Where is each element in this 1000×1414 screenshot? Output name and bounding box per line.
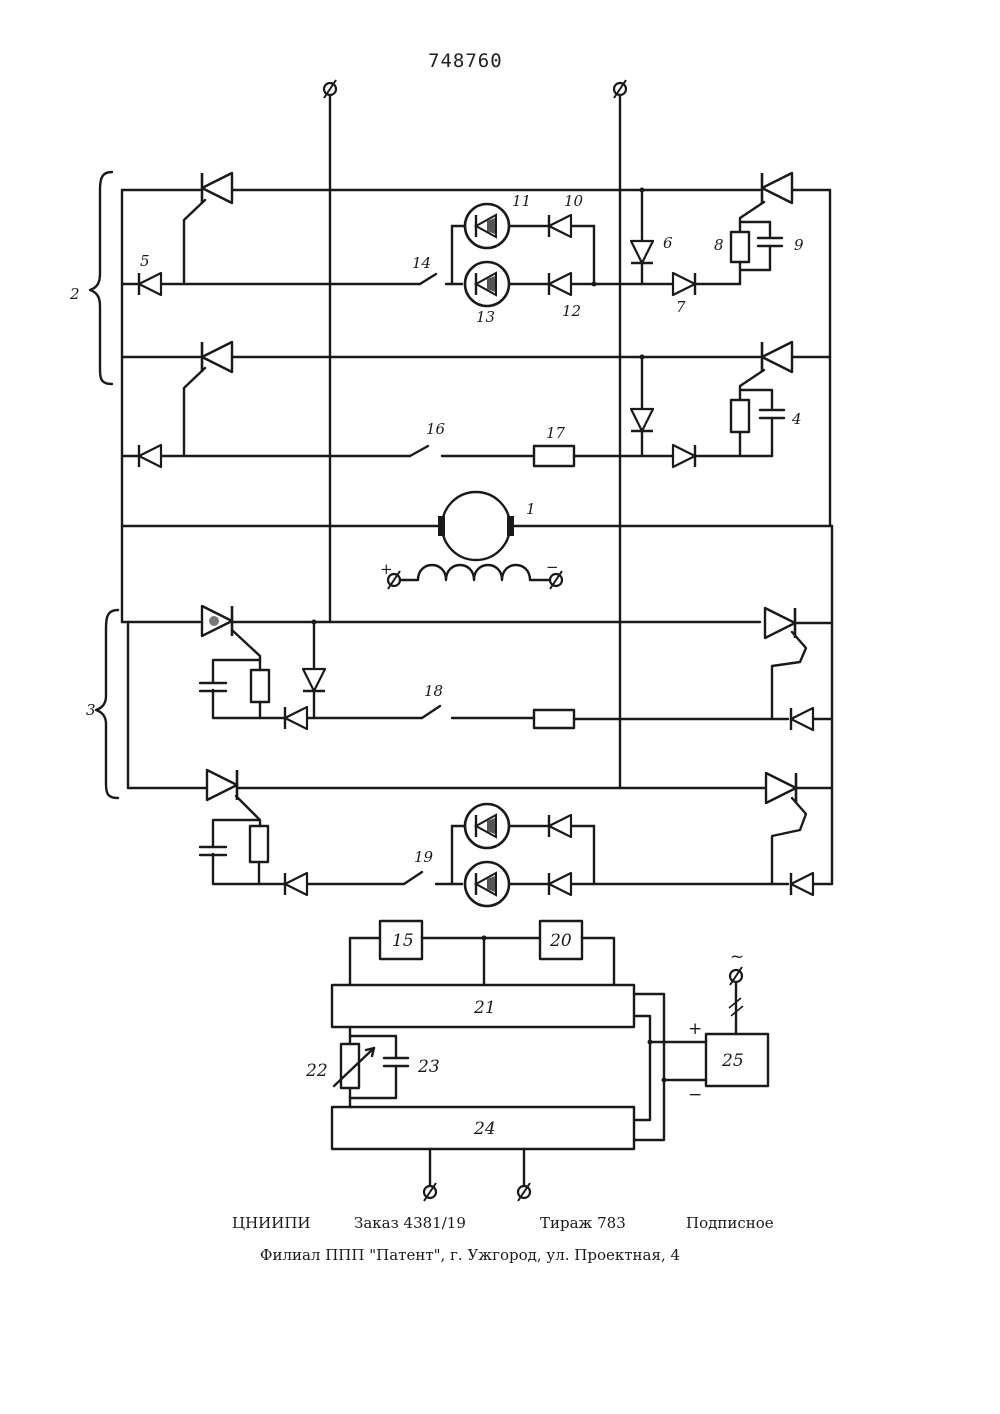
switch-14 xyxy=(418,272,438,286)
resistor-17 xyxy=(532,444,576,468)
block-15 xyxy=(378,919,424,961)
diode-d-lower xyxy=(547,871,573,897)
diode-6 xyxy=(629,239,655,265)
block-25-plus: + xyxy=(688,1019,702,1039)
block-15-label: 15 xyxy=(392,931,414,951)
group2-row-b xyxy=(120,340,832,469)
label-4: 4 xyxy=(791,410,802,428)
footer-order: Заказ 4381/19 xyxy=(354,1214,466,1232)
motor-row xyxy=(120,490,834,591)
bracket-group-3 xyxy=(94,608,120,800)
label-6: 6 xyxy=(663,234,673,252)
footer-address: Филиал ППП "Патент", г. Ужгород, ул. Про… xyxy=(260,1246,681,1264)
thyristor-b-left xyxy=(200,340,234,374)
label-17: 17 xyxy=(546,424,566,442)
diode-c-vertical xyxy=(301,667,327,693)
thyristor-c-right xyxy=(763,606,797,640)
bracket-group-2 xyxy=(88,170,114,386)
ac-tilde: ~ xyxy=(730,947,744,967)
block-20-label: 20 xyxy=(549,931,572,951)
group3-row-c xyxy=(126,604,834,732)
label-10: 10 xyxy=(564,192,584,210)
switch-19 xyxy=(402,870,424,886)
diode-d-right xyxy=(789,871,815,897)
sign-minus: − xyxy=(546,558,559,576)
label-1: 1 xyxy=(526,500,536,518)
sign-plus: + xyxy=(380,560,393,578)
label-18: 18 xyxy=(424,682,443,700)
group3-row-d xyxy=(126,768,834,908)
label-11: 11 xyxy=(512,192,531,210)
patent-number: 748760 xyxy=(428,50,503,72)
diode-c-left xyxy=(283,705,309,731)
diode-d-left xyxy=(283,871,309,897)
block-23-label: 23 xyxy=(417,1057,440,1077)
footer-subscription: Подписное xyxy=(686,1214,774,1232)
diode-d-upper xyxy=(547,813,573,839)
diode-b-vertical xyxy=(629,407,655,433)
thyristor-b-right xyxy=(760,340,794,374)
block-24 xyxy=(330,1105,636,1151)
resistor-c-right xyxy=(532,708,576,730)
label-13: 13 xyxy=(476,308,495,326)
field-winding xyxy=(398,563,552,582)
motor-1 xyxy=(440,490,512,562)
thyristor-a-right xyxy=(760,171,794,205)
supply-rail-left xyxy=(322,78,338,624)
block-21-label: 21 xyxy=(473,998,496,1018)
resistor-8 xyxy=(729,230,751,264)
diode-c-right xyxy=(789,706,815,732)
lamp-d-upper xyxy=(463,802,511,850)
switch-16 xyxy=(408,444,430,458)
label-19: 19 xyxy=(414,848,434,866)
block-20 xyxy=(538,919,584,961)
footer-print-run: Тираж 783 xyxy=(540,1214,626,1232)
resistor-d xyxy=(248,824,270,864)
block-24-label: 24 xyxy=(473,1119,496,1139)
label-group-3: 3 xyxy=(86,701,96,719)
resistor-b xyxy=(729,398,751,434)
block-22-label: 22 xyxy=(305,1061,328,1081)
group2-row-a xyxy=(120,171,832,308)
label-group-2: 2 xyxy=(69,285,80,303)
diode-b-right xyxy=(671,443,697,469)
thyristor-d-left xyxy=(205,768,239,802)
label-7: 7 xyxy=(676,298,686,316)
diode-10 xyxy=(547,213,573,239)
diode-7 xyxy=(671,271,697,297)
label-8: 8 xyxy=(714,236,724,254)
lamp-11 xyxy=(463,202,511,250)
diode-b-left xyxy=(137,443,163,469)
label-12: 12 xyxy=(562,302,581,320)
block-25-label: 25 xyxy=(721,1051,744,1071)
label-9: 9 xyxy=(794,236,804,254)
label-5: 5 xyxy=(140,252,150,270)
resistor-c xyxy=(249,668,271,704)
diode-12 xyxy=(547,271,573,297)
thyristor-a-left xyxy=(200,171,234,205)
label-14: 14 xyxy=(412,254,431,272)
block-25-minus: − xyxy=(688,1085,702,1105)
switch-18 xyxy=(420,704,442,720)
label-16: 16 xyxy=(426,420,446,438)
control-block-diagram xyxy=(330,919,770,1203)
lamp-d-lower xyxy=(463,860,511,908)
diode-5 xyxy=(137,271,163,297)
footer-org: ЦНИИПИ xyxy=(232,1214,311,1232)
supply-rail-right xyxy=(612,78,628,790)
lamp-13 xyxy=(463,260,511,308)
